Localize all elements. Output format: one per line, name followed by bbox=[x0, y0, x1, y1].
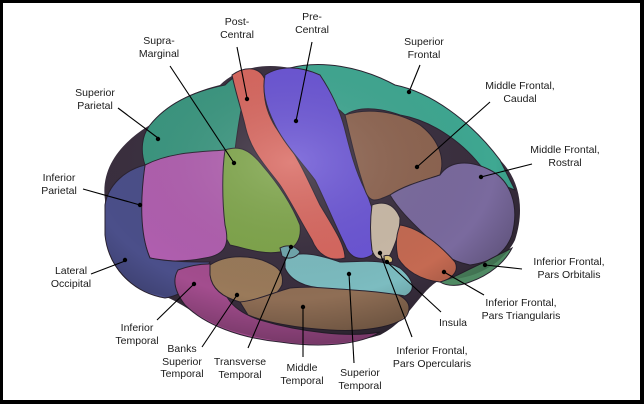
label-line: Superior bbox=[75, 87, 115, 99]
dot-supra-marginal bbox=[231, 160, 237, 166]
label-line: Parietal bbox=[77, 99, 113, 112]
label-superior-frontal: Superior Frontal bbox=[404, 36, 444, 61]
label-line: Inferior Frontal, bbox=[485, 297, 557, 309]
label-inferior-temporal: Inferior Temporal bbox=[115, 322, 158, 347]
label-line: Superior bbox=[404, 36, 444, 48]
dot-transverse-temporal bbox=[288, 244, 294, 250]
dot-banks-superior-temporal bbox=[234, 292, 240, 298]
brain-illustration bbox=[104, 64, 521, 346]
leader-superior-frontal bbox=[408, 64, 421, 93]
leader-banks-superior-temporal bbox=[201, 294, 238, 348]
dot-post-central bbox=[244, 96, 250, 102]
label-line: Transverse bbox=[213, 356, 267, 368]
label-banks-superior-temporal: Banks Superior Temporal bbox=[160, 343, 203, 381]
leader-lateral-occipital bbox=[90, 260, 126, 275]
label-line: Middle bbox=[286, 362, 318, 374]
leader-inferior-temporal bbox=[156, 283, 195, 321]
label-line: Superior bbox=[340, 367, 380, 379]
label-middle-frontal-rostral: Middle Frontal, Rostral bbox=[530, 144, 599, 169]
dot-inferior-frontal-pars-orbitalis bbox=[482, 262, 488, 268]
label-line: Frontal bbox=[407, 48, 441, 61]
leader-middle-frontal-rostral bbox=[480, 163, 533, 178]
label-line: Central bbox=[295, 23, 329, 36]
label-line: Pars Triangularis bbox=[481, 309, 561, 322]
leader-inferior-frontal-pars-orbitalis bbox=[484, 264, 523, 270]
label-line: Lateral bbox=[54, 265, 88, 277]
dot-inferior-temporal bbox=[191, 281, 197, 287]
dot-lateral-occipital bbox=[122, 257, 128, 263]
label-line: Banks bbox=[167, 343, 197, 355]
label-line: Middle Frontal, bbox=[485, 80, 555, 92]
dot-pre-central bbox=[293, 118, 299, 124]
leader-middle-frontal-caudal bbox=[416, 101, 491, 168]
label-middle-frontal-caudal: Middle Frontal, Caudal bbox=[485, 80, 554, 105]
label-post-central: Post- Central bbox=[220, 16, 254, 41]
dot-insula bbox=[384, 259, 390, 265]
label-pre-central: Pre- Central bbox=[295, 11, 329, 36]
label-supra-marginal: Supra- Marginal bbox=[139, 35, 179, 60]
label-line: Parietal bbox=[41, 184, 77, 197]
label-line: Temporal bbox=[160, 368, 204, 380]
dot-middle-temporal bbox=[300, 304, 306, 310]
leader-superior-temporal bbox=[348, 273, 355, 364]
label-line: Superior bbox=[162, 355, 202, 368]
label-insula: Insula bbox=[439, 317, 467, 330]
label-middle-temporal: Middle Temporal bbox=[280, 362, 323, 387]
label-inferior-parietal: Inferior Parietal bbox=[41, 172, 77, 197]
label-line: Supra- bbox=[143, 35, 175, 47]
label-lateral-occipital: Lateral Occipital bbox=[51, 265, 91, 290]
label-inferior-frontal-pars-triangularis: Inferior Frontal, Pars Triangularis bbox=[482, 297, 561, 322]
dot-superior-parietal bbox=[155, 136, 161, 142]
label-transverse-temporal: Transverse Temporal bbox=[214, 356, 266, 381]
label-line: Temporal bbox=[338, 379, 382, 392]
label-line: Inferior bbox=[42, 172, 76, 184]
label-superior-parietal: Superior Parietal bbox=[75, 87, 115, 112]
leader-inferior-parietal bbox=[82, 188, 141, 206]
dot-inferior-frontal-pars-triangularis bbox=[441, 269, 447, 275]
label-line: Temporal bbox=[115, 334, 159, 347]
dot-superior-frontal bbox=[406, 89, 412, 95]
leader-inferior-frontal-pars-opercularis bbox=[379, 252, 413, 338]
label-line: Temporal bbox=[218, 368, 262, 381]
label-inferior-frontal-pars-opercularis: Inferior Frontal, Pars Opercularis bbox=[393, 345, 471, 370]
label-line: Post- bbox=[224, 16, 250, 28]
dot-middle-frontal-rostral bbox=[478, 174, 484, 180]
leader-transverse-temporal bbox=[247, 246, 292, 349]
leader-insula bbox=[386, 261, 442, 313]
leader-pre-central bbox=[295, 41, 313, 122]
label-line: Inferior bbox=[120, 322, 154, 334]
label-line: Central bbox=[220, 28, 254, 41]
region-inferior-parietal[interactable] bbox=[140, 149, 228, 262]
label-inferior-frontal-pars-orbitalis: Inferior Frontal, Pars Orbitalis bbox=[533, 256, 604, 281]
label-line: Pars Opercularis bbox=[392, 357, 472, 370]
label-superior-temporal: Superior Temporal bbox=[338, 367, 381, 392]
label-line: Rostral bbox=[548, 156, 582, 169]
leader-inferior-frontal-pars-triangularis bbox=[443, 271, 485, 296]
label-line: Inferior Frontal, bbox=[396, 345, 468, 357]
label-line: Temporal bbox=[280, 374, 324, 387]
leader-post-central bbox=[236, 46, 248, 99]
label-line: Caudal bbox=[503, 92, 537, 105]
leader-supra-marginal bbox=[169, 65, 235, 164]
dot-inferior-frontal-pars-opercularis bbox=[377, 250, 383, 256]
leader-superior-parietal bbox=[117, 107, 159, 139]
dot-superior-temporal bbox=[346, 271, 352, 277]
label-line: Pars Orbitalis bbox=[537, 268, 601, 281]
label-line: Marginal bbox=[138, 47, 180, 60]
label-line: Occipital bbox=[50, 277, 92, 290]
label-line: Pre- bbox=[302, 11, 322, 23]
dot-middle-frontal-caudal bbox=[414, 164, 420, 170]
dot-inferior-parietal bbox=[137, 202, 143, 208]
label-line: Insula bbox=[438, 317, 468, 329]
label-line: Inferior Frontal, bbox=[533, 256, 605, 268]
label-line: Middle Frontal, bbox=[530, 144, 600, 156]
